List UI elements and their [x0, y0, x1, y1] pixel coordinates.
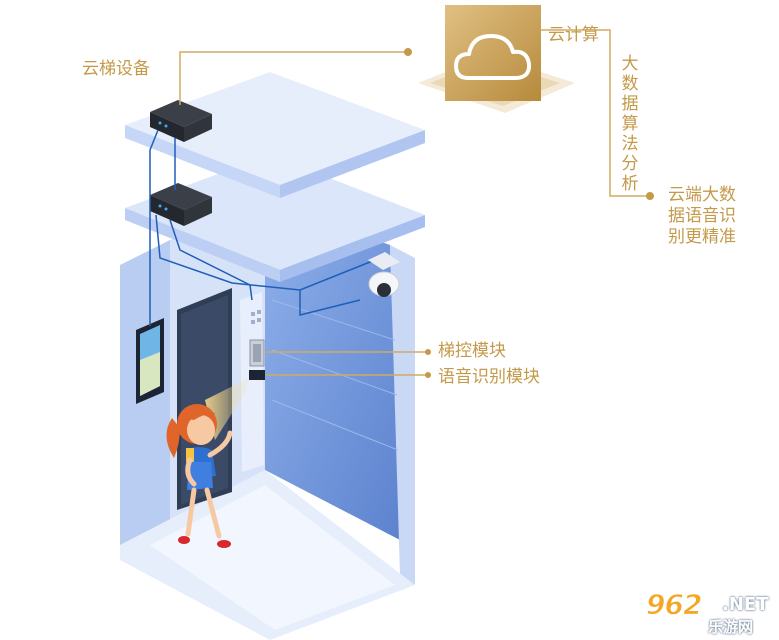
cable-branch [299, 290, 361, 316]
watermark-number: 962 [645, 588, 702, 622]
site-watermark-logo: 962 .NET 乐游网 [640, 588, 776, 637]
label-big-data-analysis: 大数据算法分析 [621, 54, 639, 194]
girl-figure [166, 404, 233, 548]
cloud-elevator-device-top [150, 100, 212, 142]
watermark-net: .NET [722, 594, 769, 615]
floor-plate-top [125, 72, 425, 198]
floor-plate-middle [125, 155, 425, 282]
cloud-compute-icon [418, 5, 575, 113]
label-lift-control: 梯控模块 [438, 341, 506, 361]
cable-to-camera [155, 214, 381, 291]
wall-stripe [271, 349, 398, 396]
cloud-elevator-device-bottom [150, 183, 212, 226]
lift-control-module [249, 339, 265, 367]
dome-camera [368, 252, 400, 297]
cabin-right-frame [390, 245, 415, 585]
voice-recognition-module [249, 370, 265, 380]
watermark-sub: 乐游网 [708, 618, 754, 636]
label-cloud-voice: 云端大数据语音识别更精准 [668, 185, 736, 247]
cabin-floor-inner [150, 485, 395, 630]
cloud-icon [454, 34, 532, 80]
ad-screen [136, 318, 164, 404]
cabin-right-wall [265, 200, 400, 540]
panel-buttons [251, 310, 261, 324]
label-cloud-compute: 云计算 [548, 25, 599, 45]
callout-lines [179, 29, 650, 376]
wall-stripe [271, 399, 399, 451]
label-cloud-device: 云梯设备 [82, 59, 150, 79]
callout-dots [404, 48, 654, 378]
callout-cloud-compute [541, 29, 650, 197]
cable-to-screen [149, 129, 159, 326]
cable-to-panel [169, 219, 253, 301]
callout-cloud-device [179, 51, 408, 105]
label-voice-module: 语音识别模块 [438, 367, 540, 387]
connection-cables [149, 129, 381, 326]
wall-stripe [271, 299, 396, 341]
